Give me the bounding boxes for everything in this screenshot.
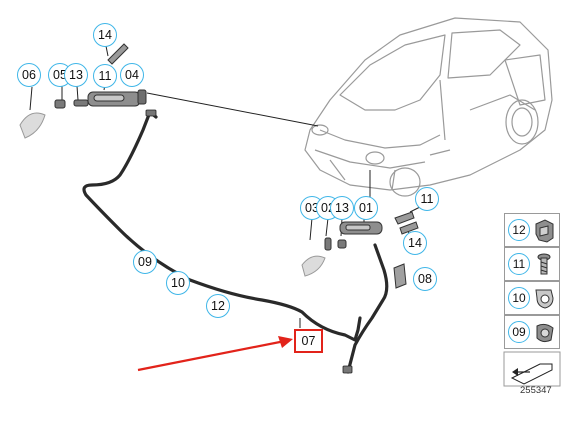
diagram-reference-number: 255347 <box>520 385 552 396</box>
hose-clip-icon <box>536 323 554 343</box>
callout-13-left[interactable]: 13 <box>64 63 88 87</box>
legend-item-09[interactable]: 09 <box>504 315 560 349</box>
legend-label: 10 <box>508 287 530 309</box>
screw-icon <box>537 253 551 275</box>
callout-10[interactable]: 10 <box>166 271 190 295</box>
legend-label: 11 <box>508 253 530 275</box>
callout-07-highlighted[interactable]: 07 <box>294 329 323 353</box>
callout-04[interactable]: 04 <box>120 63 144 87</box>
highlight-arrow <box>137 336 293 372</box>
legend-reference-symbol <box>503 351 561 387</box>
legend-item-12[interactable]: 12 <box>504 213 560 247</box>
legend-item-11[interactable]: 11 <box>504 247 560 281</box>
callout-01[interactable]: 01 <box>354 196 378 220</box>
callout-14-right[interactable]: 14 <box>403 231 427 255</box>
left-washer-nozzle <box>19 43 147 139</box>
callout-14-top[interactable]: 14 <box>93 23 117 47</box>
callout-13-right[interactable]: 13 <box>330 196 354 220</box>
legend-label: 09 <box>508 321 530 343</box>
callout-11-right[interactable]: 11 <box>415 187 439 211</box>
bracket-icon <box>535 289 554 309</box>
car-illustration <box>304 17 553 197</box>
clip-icon <box>535 219 554 243</box>
callout-09[interactable]: 09 <box>133 250 157 274</box>
legend-item-10[interactable]: 10 <box>504 281 560 315</box>
callout-06[interactable]: 06 <box>17 63 41 87</box>
callout-08[interactable]: 08 <box>413 267 437 291</box>
callout-12[interactable]: 12 <box>206 294 230 318</box>
right-washer-nozzle <box>301 211 419 289</box>
callout-11-left[interactable]: 11 <box>93 64 117 88</box>
legend-label: 12 <box>508 219 530 241</box>
hose-connectors <box>145 109 353 374</box>
